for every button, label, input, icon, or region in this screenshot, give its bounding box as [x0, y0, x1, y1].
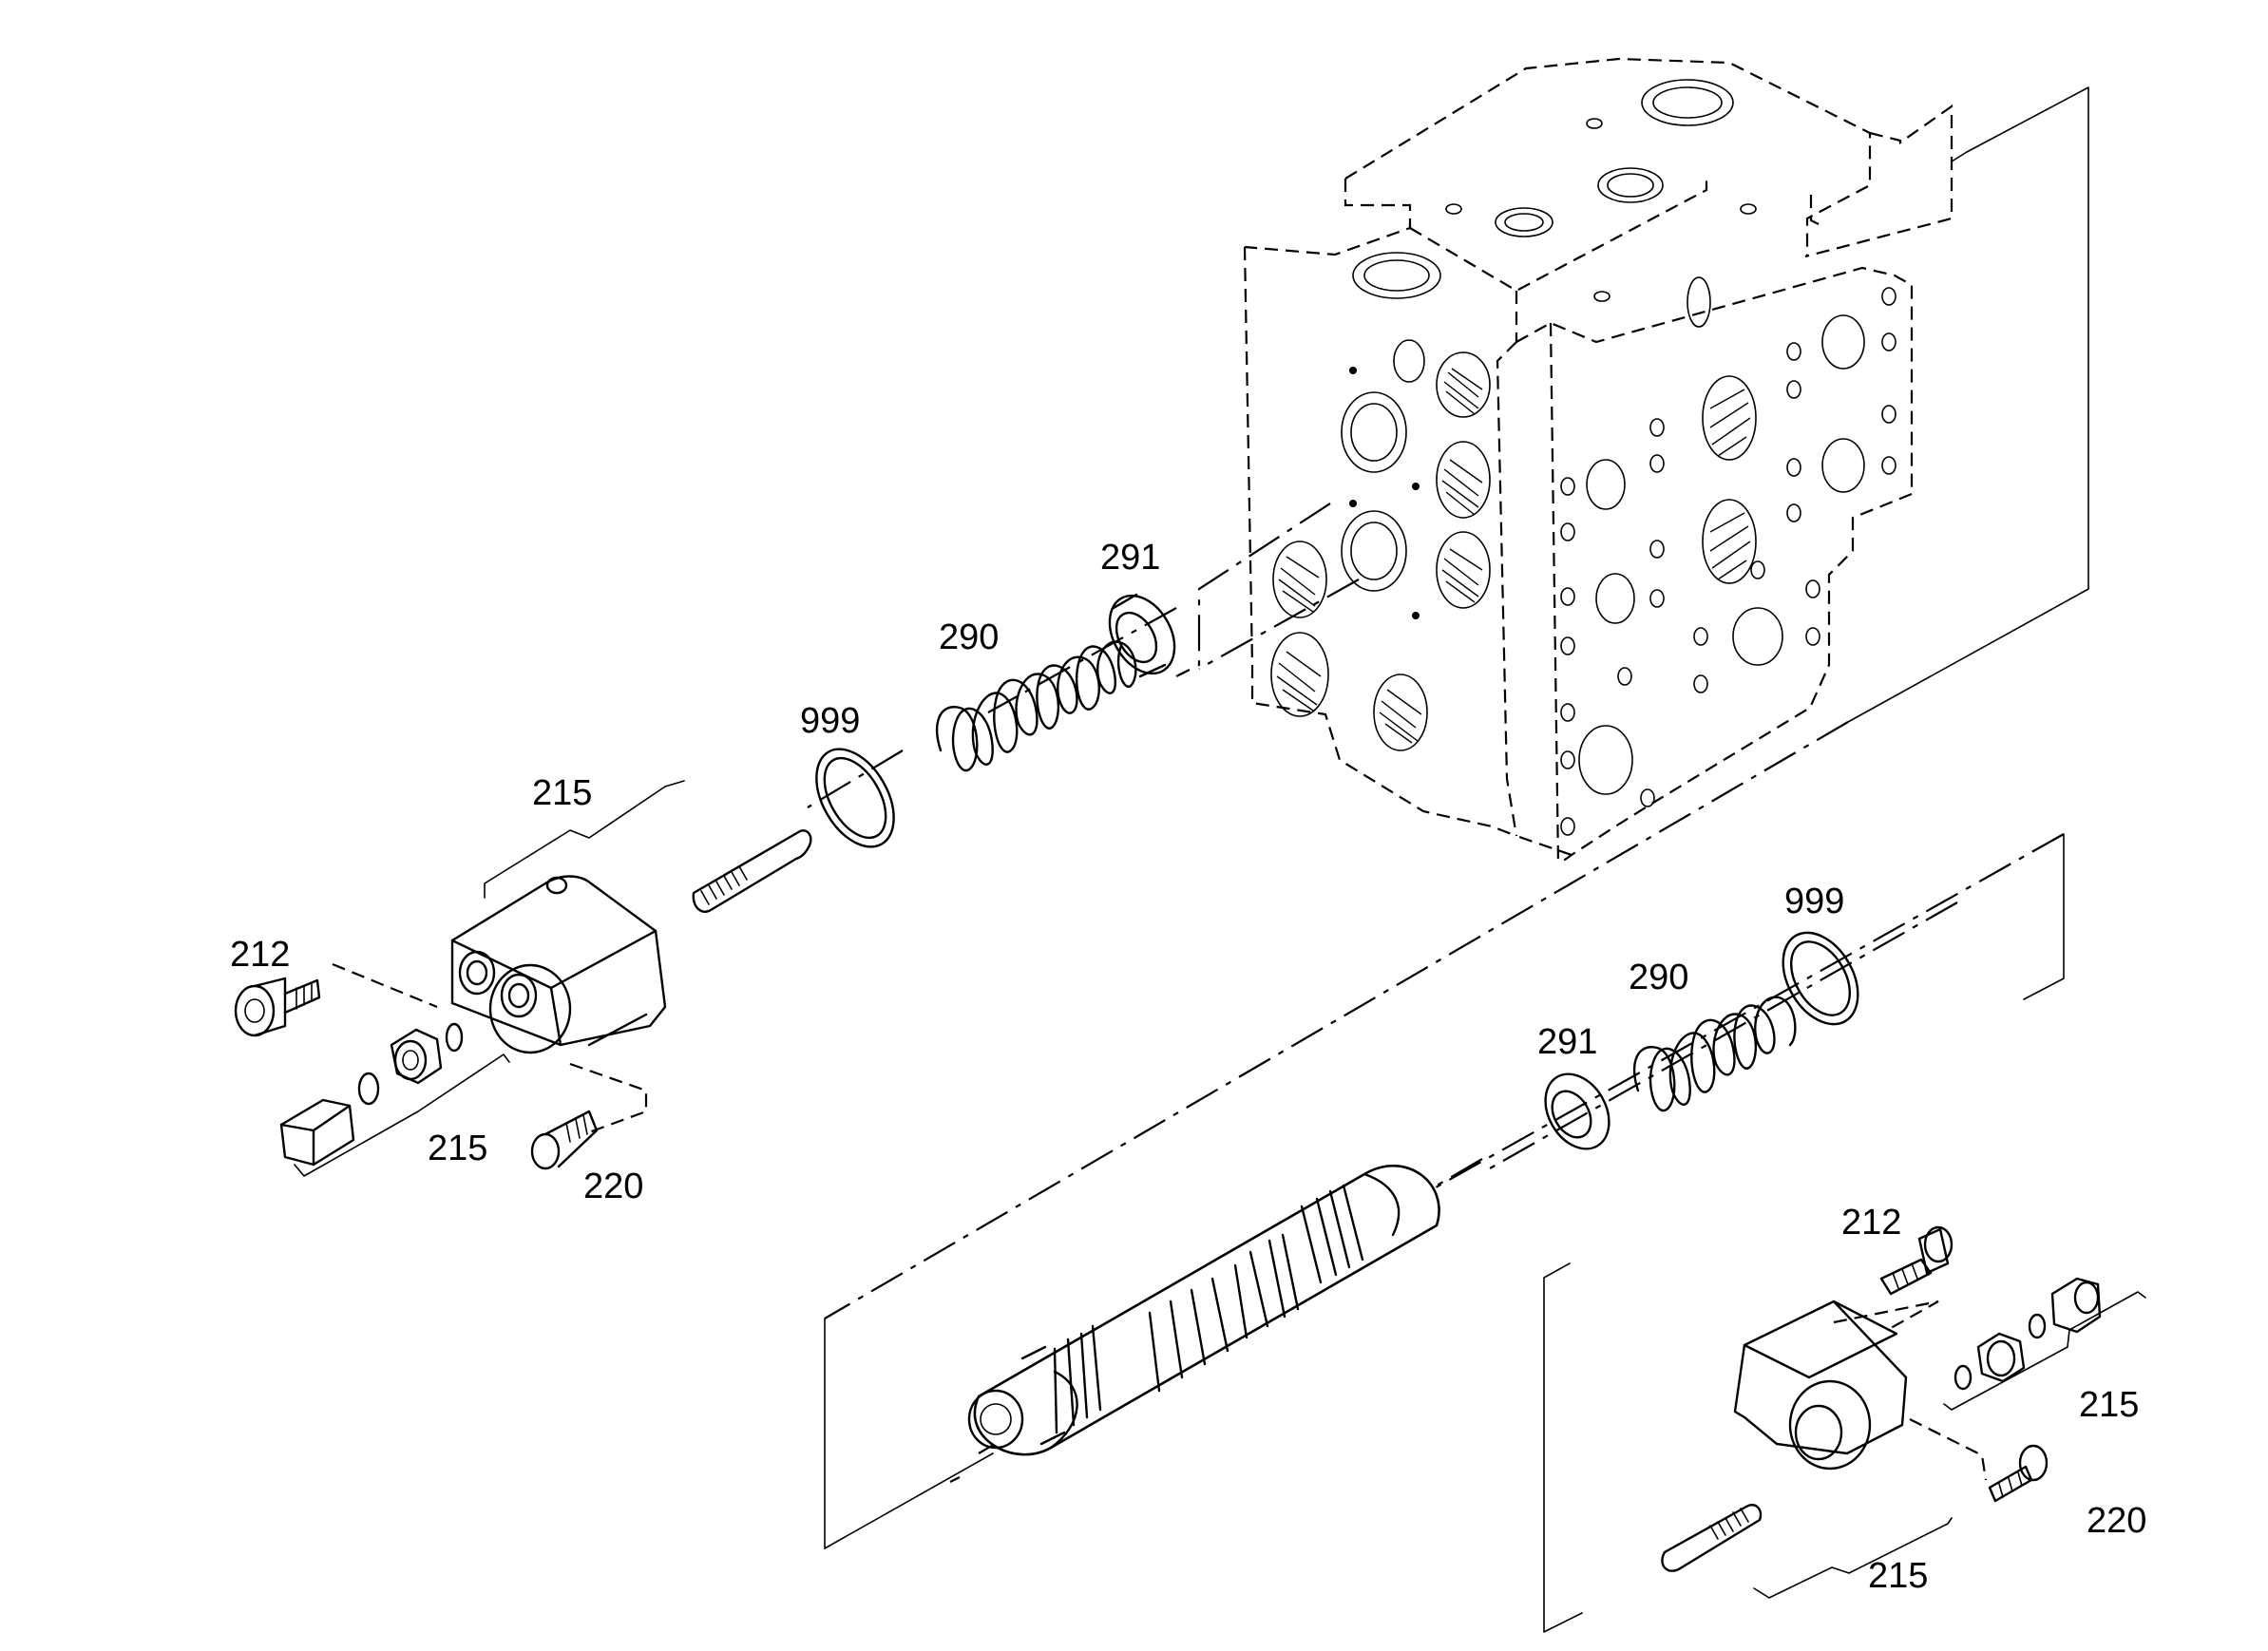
o-ring-small-bottom-1 [1954, 1364, 1973, 1391]
cap-housing-top [450, 875, 667, 1054]
o-ring-small-top-2 [357, 1072, 380, 1106]
seal-ring-291-top [1108, 593, 1176, 678]
stop-rod-top [692, 829, 812, 913]
bracket-215-bottom-right [1943, 1291, 2146, 1411]
cap-housing-bottom [1733, 1300, 1908, 1471]
valve-block [1243, 57, 1954, 865]
label-290-top: 290 [939, 617, 1000, 657]
cap-plug-bottom [2050, 1277, 2102, 1334]
nut-bottom [1976, 1332, 2026, 1383]
o-ring-small-bottom-2 [2028, 1313, 2047, 1339]
leader-220-bottom [1909, 1418, 1988, 1481]
label-291-bottom: 291 [1537, 1022, 1598, 1062]
screw-220-bottom [1988, 1444, 2049, 1503]
bracket-215-top-upper [484, 780, 685, 899]
label-212-top: 212 [230, 935, 291, 975]
left-face-ports [1270, 339, 1491, 751]
seal-ring-291-bottom [1544, 1072, 1610, 1150]
screw-212-bottom [1879, 1225, 1954, 1296]
spring-290-top [935, 640, 1137, 772]
bolt-holes [1560, 287, 1896, 836]
spool [967, 1164, 1440, 1456]
nut-top [390, 1028, 443, 1085]
leader-212-top [332, 962, 438, 1009]
leader-212-bottom [1833, 1300, 1939, 1329]
label-215-bottom-right: 215 [2079, 1385, 2140, 1425]
label-290-bottom: 290 [1629, 958, 1689, 997]
stop-rod-bottom [1661, 1504, 1763, 1572]
label-999-top: 999 [800, 701, 861, 741]
screw-212-top [234, 977, 321, 1037]
label-215-top-upper: 215 [532, 773, 593, 813]
label-220-top: 220 [583, 1167, 644, 1206]
right-face-ports [1560, 287, 1896, 836]
screw-220-top [530, 1110, 599, 1170]
spring-290-bottom [1632, 996, 1797, 1112]
bracket-215-top-lower [294, 1053, 510, 1177]
label-215-bottom-lower: 215 [1868, 1556, 1929, 1596]
cap-plug-top [279, 1098, 355, 1167]
leader-220-top [569, 1062, 648, 1134]
bracket-215-bottom-lower [1753, 1517, 1953, 1599]
o-ring-999-top [815, 748, 895, 848]
label-220-bottom: 220 [2087, 1501, 2147, 1541]
label-291-top: 291 [1100, 538, 1161, 578]
label-999-bottom: 999 [1784, 882, 1845, 921]
label-212-bottom: 212 [1841, 1203, 1902, 1243]
o-ring-small-top-1 [445, 1022, 464, 1053]
o-ring-999-bottom [1782, 931, 1859, 1026]
label-215-top-lower: 215 [428, 1129, 488, 1168]
